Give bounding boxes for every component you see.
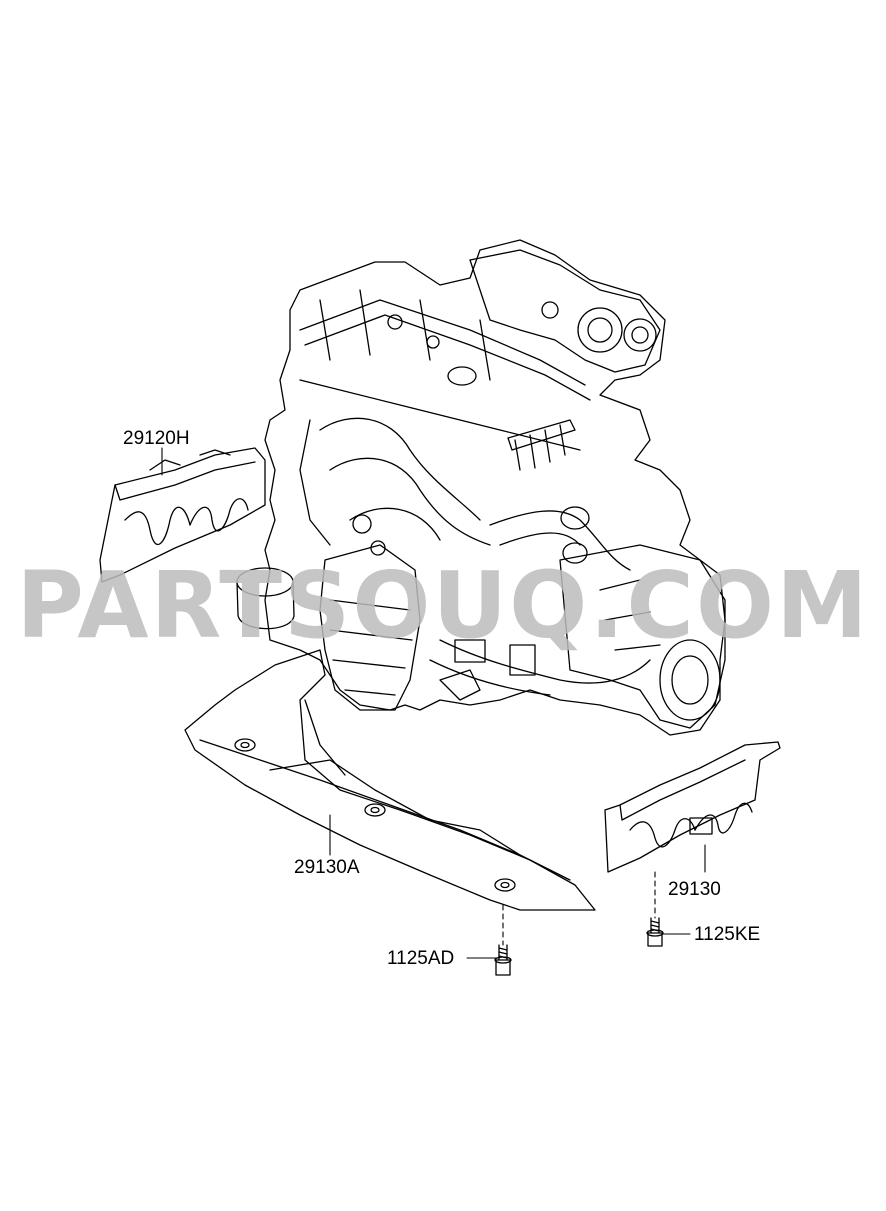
engine-block-illustration	[236, 239, 726, 736]
bolt-right-illustration	[646, 917, 664, 947]
under-cover-illustration	[184, 649, 596, 911]
leader-lines	[161, 447, 706, 959]
label-29130: 29130	[668, 879, 721, 900]
label-29120h: 29120H	[123, 428, 190, 449]
heat-shield-left-illustration	[99, 447, 266, 583]
heat-shield-right-illustration	[604, 741, 781, 873]
bolt-center-illustration	[494, 944, 512, 976]
label-1125ad: 1125AD	[387, 948, 455, 969]
watermark: PARTSOUQ.COM	[16, 552, 870, 659]
label-1125ke: 1125KE	[694, 924, 761, 945]
label-29130a: 29130A	[294, 857, 360, 878]
